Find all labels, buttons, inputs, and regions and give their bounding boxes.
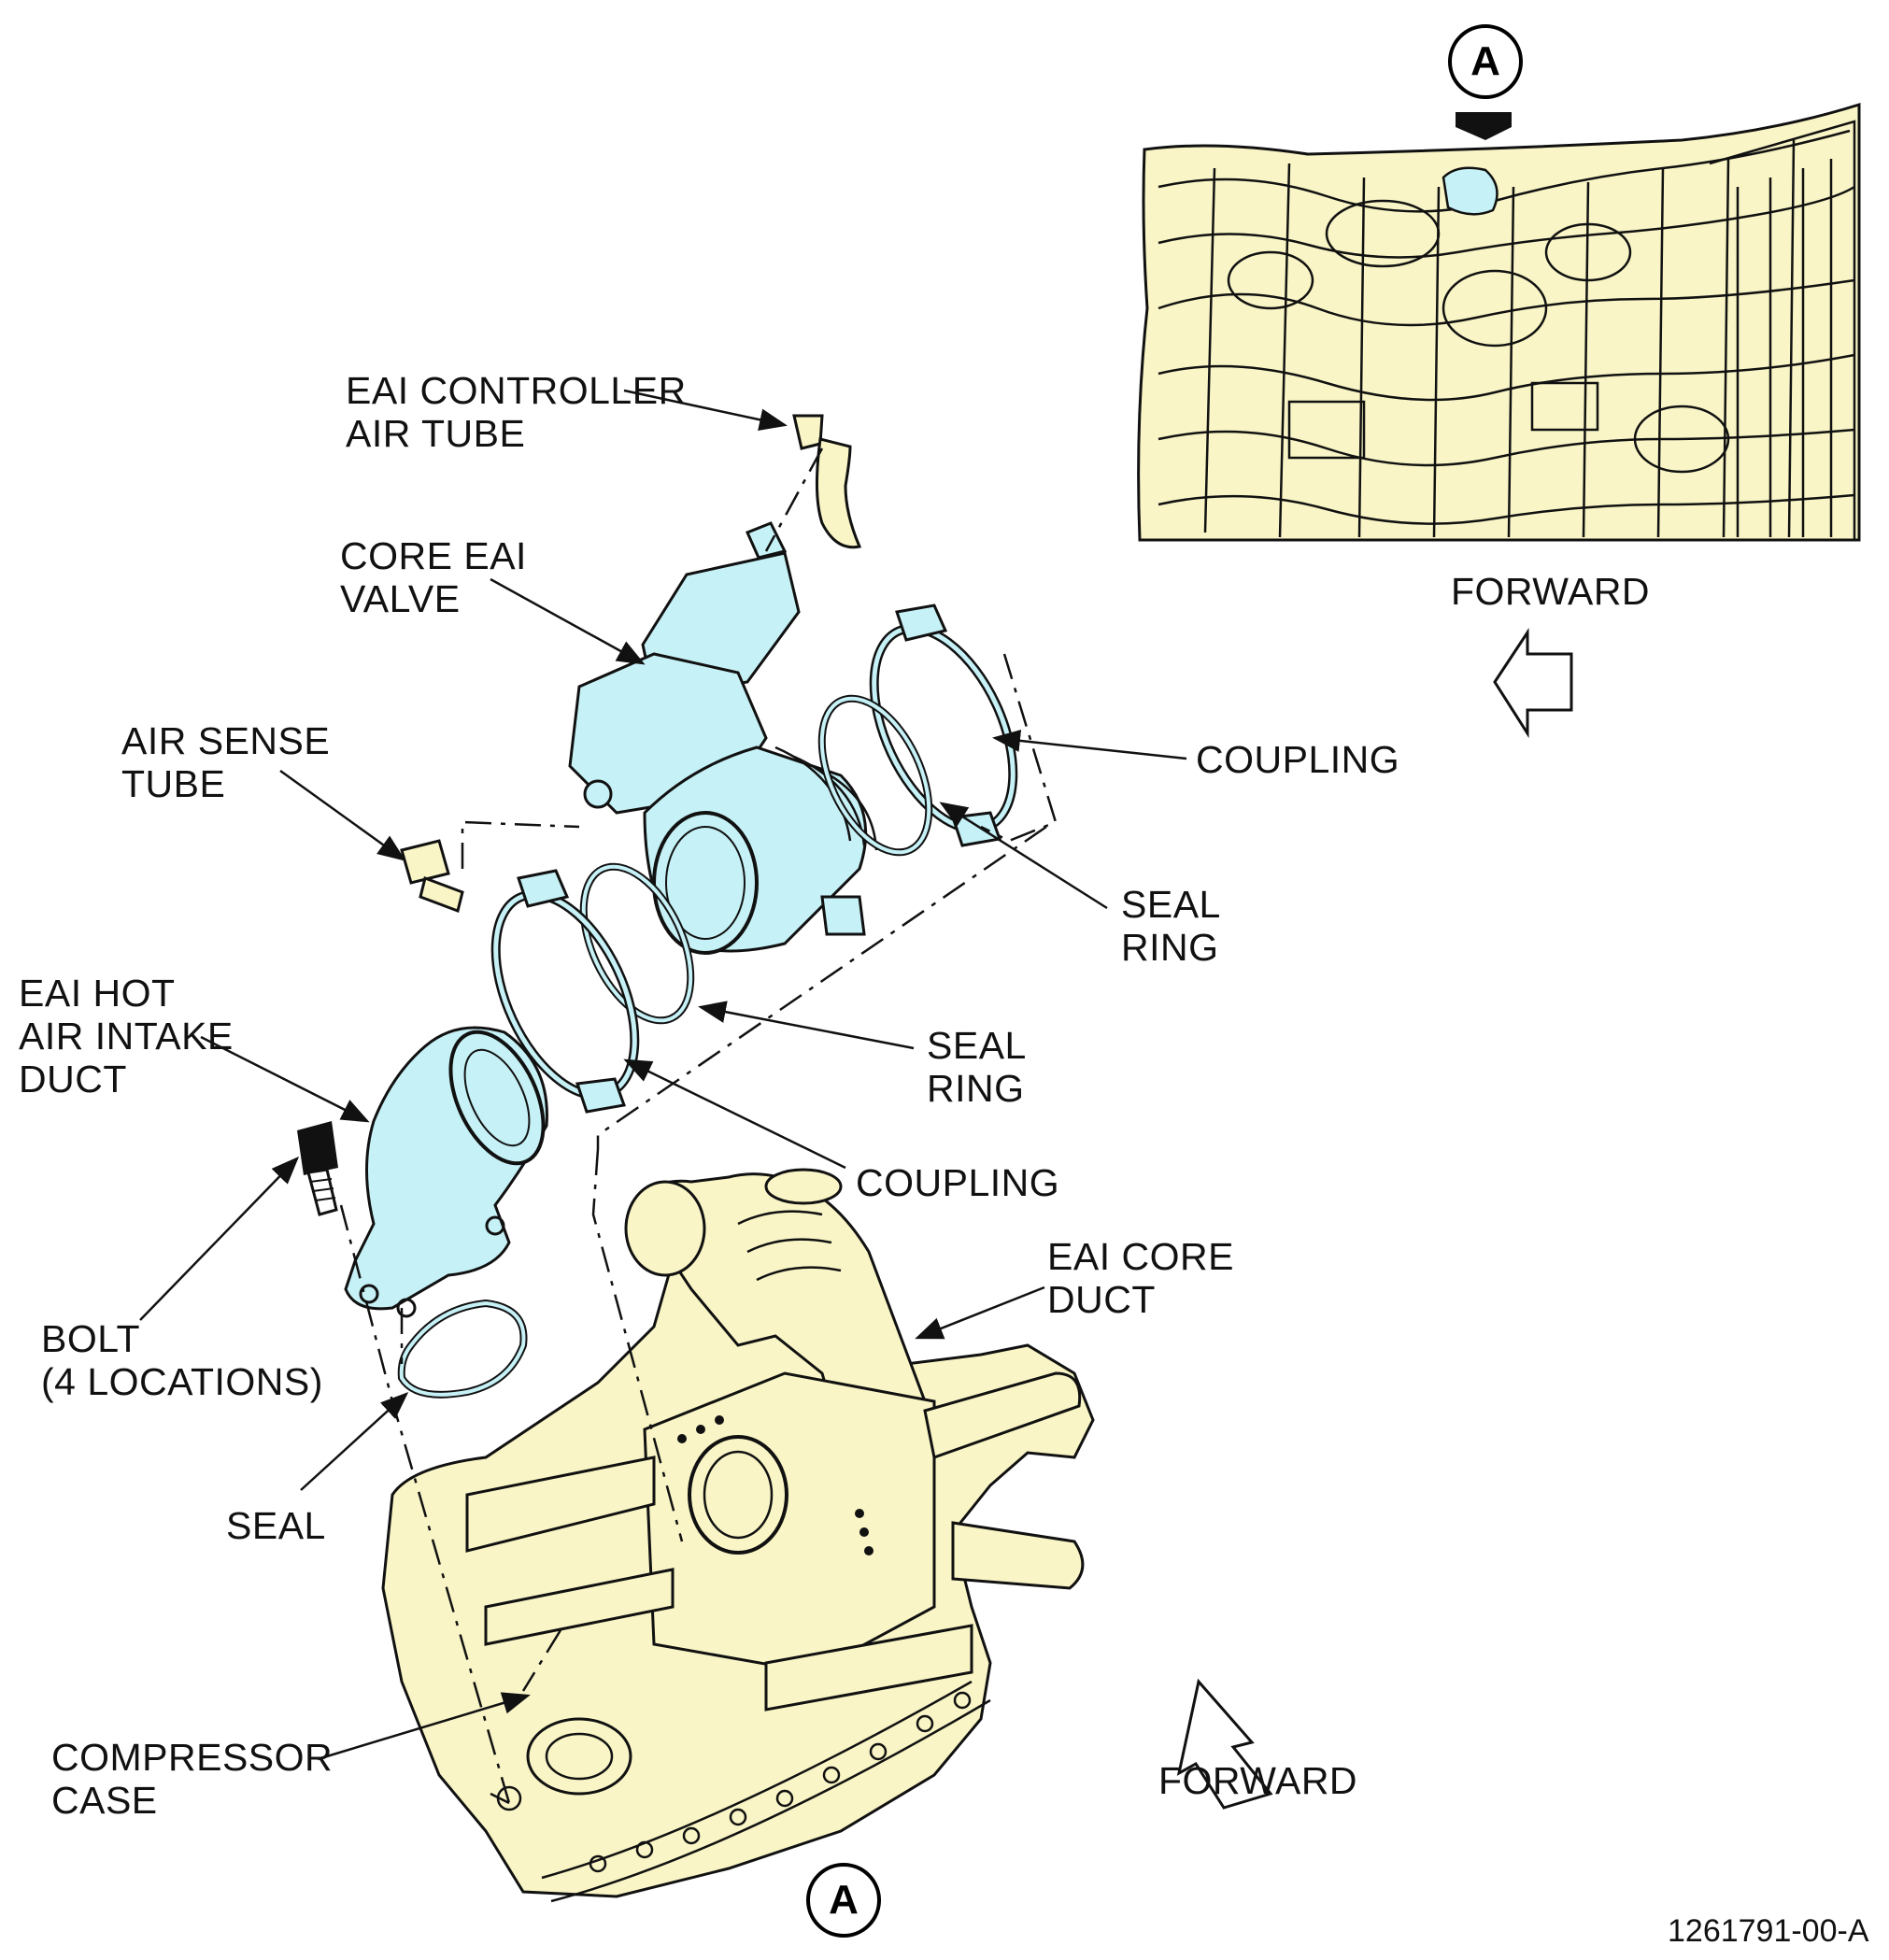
forward-arrow-upper [1493,628,1573,739]
label-seal-ring-upper: SEAL RING [1121,883,1221,969]
leader-lines [139,389,1187,1761]
removed-components [297,414,1018,1399]
engine-structure [381,1168,1095,1903]
label-seal-ring-lower: SEAL RING [927,1024,1027,1110]
label-air-sense-tube: AIR SENSE TUBE [121,719,331,805]
view-a-callout-top: A [1448,24,1523,99]
view-a-callout-bottom: A [806,1863,881,1938]
view-a-letter-bottom: A [829,1877,859,1923]
view-a-letter-top: A [1470,38,1500,84]
figure-number: 1261791-00-A [1668,1913,1869,1949]
label-eai-controller-air-tube: EAI CONTROLLER AIR TUBE [346,369,687,455]
label-eai-core-duct: EAI CORE DUCT [1047,1235,1234,1321]
label-bolt: BOLT (4 LOCATIONS) [41,1317,323,1403]
label-coupling-upper: COUPLING [1196,738,1400,781]
forward-arrow-lower [1176,1678,1273,1810]
label-compressor-case: COMPRESSOR CASE [51,1736,334,1822]
label-seal: SEAL [226,1504,326,1547]
label-forward-lower: FORWARD [1158,1759,1358,1802]
label-eai-hot-air-intake-duct: EAI HOT AIR INTAKE DUCT [19,972,234,1101]
label-forward-upper: FORWARD [1451,570,1651,613]
label-coupling-lower: COUPLING [856,1161,1060,1204]
engine-overview-view [1137,102,1861,542]
label-core-eai-valve: CORE EAI VALVE [340,534,527,620]
